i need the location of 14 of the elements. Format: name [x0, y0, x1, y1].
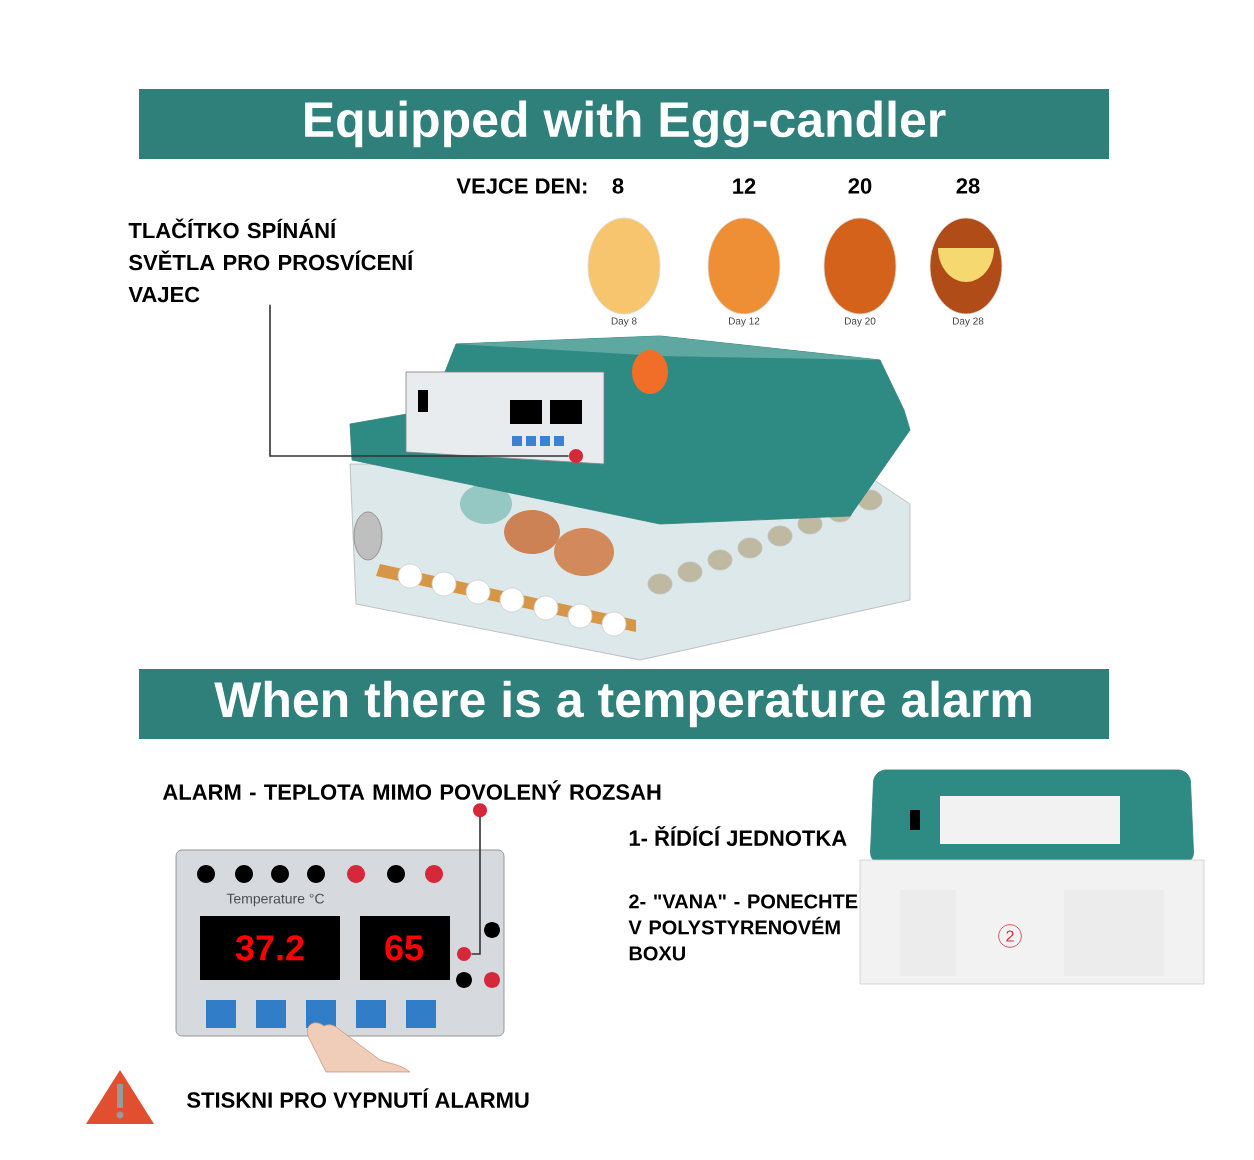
title-banner: When there is a temperature alarm — [139, 669, 1109, 739]
callout-number: 2 — [998, 924, 1022, 948]
alarm-light — [457, 947, 471, 961]
leader-line — [269, 303, 570, 457]
instruction-text: STISKNI PRO VYPNUTÍ ALARMU — [187, 1088, 529, 1108]
part-label: 2- "VANA" - PONECHTE V POLYSTYRENOVÉM BOXU — [628, 894, 858, 961]
leader-line — [470, 803, 487, 955]
callout-text: ALARM - TEPLOTA MIMO POVOLENÝ ROZSAH — [162, 780, 661, 800]
callout-text: TLAČÍTKO SPÍNÁNÍ SVĚTLA PRO PROSVÍCENÍ VAJEC — [128, 218, 414, 303]
display-digits: 65 — [385, 935, 424, 961]
part-label: 1- ŘÍDÍCÍ JEDNOTKA — [629, 826, 847, 846]
display-digits: 37.2 — [235, 935, 304, 961]
title-banner: Equipped with Egg-candler — [139, 89, 1109, 159]
light-switch-button — [569, 449, 583, 463]
